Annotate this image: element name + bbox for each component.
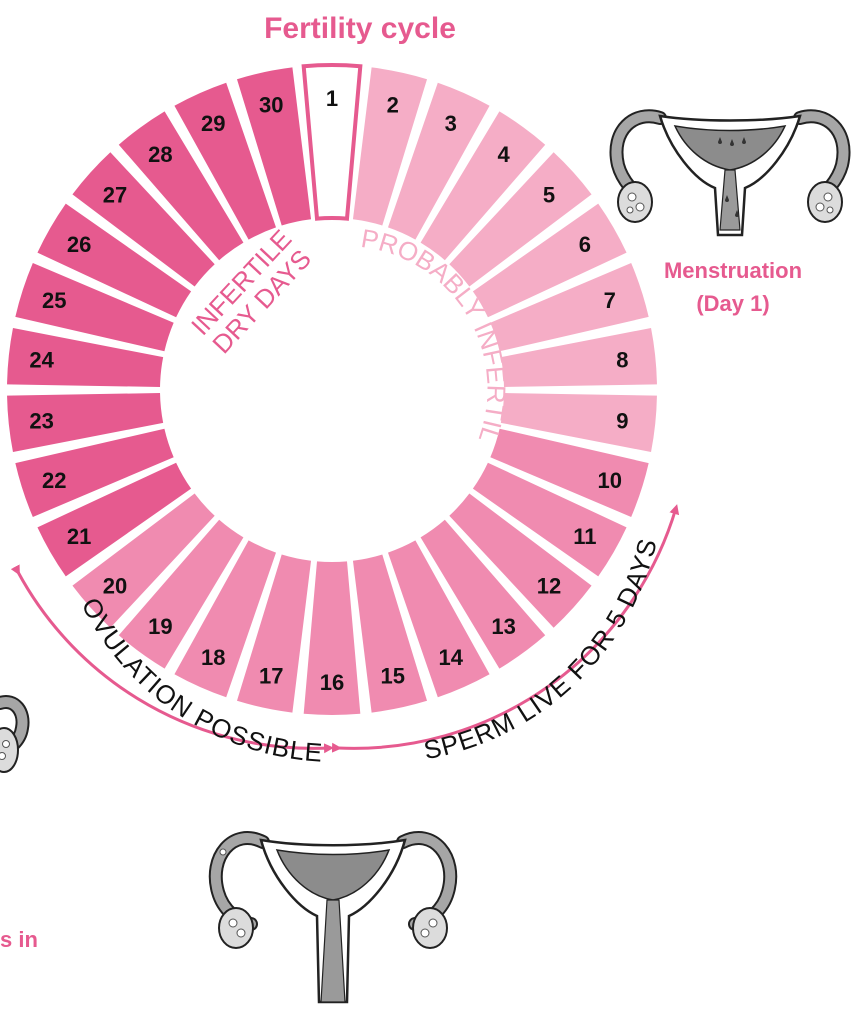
- day-number-13: 13: [491, 614, 515, 639]
- uterus-partial-icon: [0, 702, 23, 772]
- day-number-18: 18: [201, 645, 225, 670]
- day-number-14: 14: [439, 645, 464, 670]
- day-number-15: 15: [380, 664, 404, 689]
- day-number-26: 26: [67, 232, 91, 257]
- day-number-5: 5: [543, 183, 555, 208]
- day-number-27: 27: [103, 183, 127, 208]
- menstruation-label-line2: (Day 1): [696, 291, 769, 316]
- day-number-3: 3: [445, 111, 457, 136]
- day-number-8: 8: [616, 347, 628, 372]
- menstruation-label-line1: Menstruation: [664, 258, 802, 283]
- page-title: Fertility cycle: [264, 12, 456, 45]
- day-number-19: 19: [148, 614, 172, 639]
- day-number-21: 21: [67, 524, 91, 549]
- day-number-23: 23: [29, 409, 53, 434]
- uterus-menstruation-icon: [616, 116, 843, 235]
- fertile-wet-days-label: FERTILE WET DAYS: [270, 476, 410, 552]
- day-number-16: 16: [320, 670, 344, 695]
- day-number-10: 10: [597, 468, 621, 493]
- day-number-17: 17: [259, 664, 283, 689]
- day-number-9: 9: [616, 409, 628, 434]
- partial-caption: s in: [0, 927, 38, 952]
- day-number-12: 12: [537, 573, 561, 598]
- day-number-1: 1: [326, 86, 338, 111]
- day-number-6: 6: [579, 232, 591, 257]
- day-number-22: 22: [42, 468, 66, 493]
- day-number-11: 11: [573, 524, 596, 549]
- day-number-2: 2: [387, 92, 399, 117]
- day-number-7: 7: [604, 288, 616, 313]
- uterus-ovulation-icon: [216, 838, 450, 1002]
- infertile-dry-days-label: INFERTILE DRY DAYS: [185, 224, 318, 360]
- day-number-29: 29: [201, 111, 225, 136]
- day-number-28: 28: [148, 142, 172, 167]
- day-number-20: 20: [103, 573, 127, 598]
- day-number-30: 30: [259, 92, 283, 117]
- day-number-4: 4: [498, 142, 511, 167]
- day-number-25: 25: [42, 288, 66, 313]
- day-number-24: 24: [29, 347, 54, 372]
